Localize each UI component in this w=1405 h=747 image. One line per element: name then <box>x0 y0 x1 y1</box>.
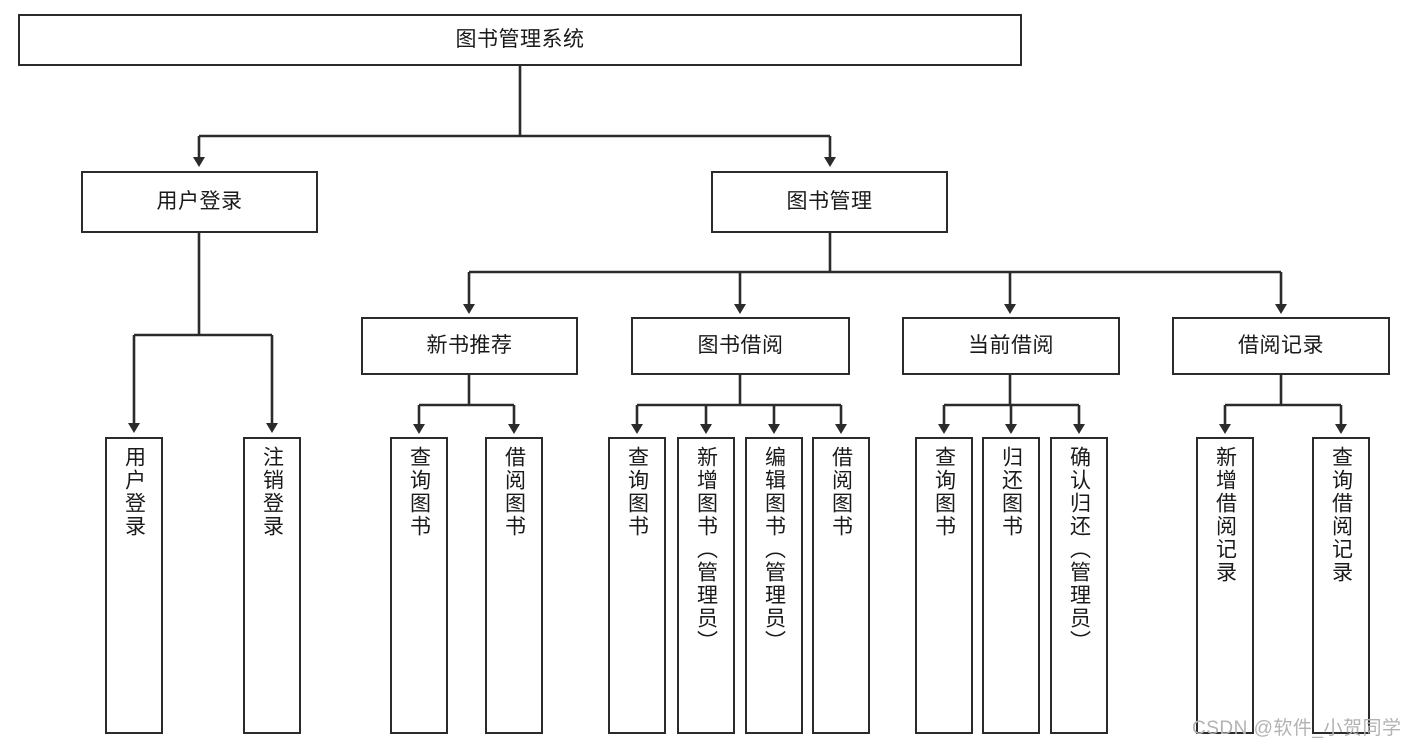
node-leaf-return-book[interactable]: 归还图书 <box>982 437 1040 734</box>
node-leaf-return-book-label: 归还图书 <box>999 446 1023 538</box>
node-user-login-label: 用户登录 <box>156 189 243 213</box>
node-leaf-user-login[interactable]: 用户登录 <box>105 437 163 734</box>
node-leaf-borrow-book-2-label: 借阅图书 <box>829 446 853 538</box>
node-leaf-add-record-label: 新增借阅记录 <box>1213 446 1237 584</box>
node-leaf-add-book-admin[interactable]: 新增图书（管理员） <box>677 437 735 734</box>
node-borrow-record-label: 借阅记录 <box>1238 333 1324 357</box>
node-current-borrow[interactable]: 当前借阅 <box>902 317 1120 375</box>
node-leaf-query-record-label: 查询借阅记录 <box>1329 446 1353 584</box>
node-current-borrow-label: 当前借阅 <box>968 333 1054 357</box>
node-leaf-query-book-3-label: 查询图书 <box>932 446 956 538</box>
node-leaf-add-book-admin-label: 新增图书（管理员） <box>694 446 718 653</box>
node-root-label: 图书管理系统 <box>455 27 585 51</box>
watermark: CSDN @软件_小贺同学 <box>1192 718 1402 739</box>
node-leaf-query-book-2[interactable]: 查询图书 <box>608 437 666 734</box>
node-leaf-query-book-1-label: 查询图书 <box>407 446 431 538</box>
node-leaf-logout-label: 注销登录 <box>260 446 284 538</box>
node-leaf-user-login-label: 用户登录 <box>122 446 146 538</box>
node-leaf-confirm-return-admin[interactable]: 确认归还（管理员） <box>1050 437 1108 734</box>
node-book-manage[interactable]: 图书管理 <box>711 171 948 233</box>
node-book-borrow-label: 图书借阅 <box>697 333 784 357</box>
node-leaf-borrow-book-1[interactable]: 借阅图书 <box>485 437 543 734</box>
node-leaf-logout[interactable]: 注销登录 <box>243 437 301 734</box>
node-borrow-record[interactable]: 借阅记录 <box>1172 317 1390 375</box>
node-book-manage-label: 图书管理 <box>786 189 873 213</box>
node-leaf-query-record[interactable]: 查询借阅记录 <box>1312 437 1370 734</box>
node-leaf-edit-book-admin[interactable]: 编辑图书（管理员） <box>745 437 803 734</box>
node-leaf-query-book-3[interactable]: 查询图书 <box>915 437 973 734</box>
node-leaf-query-book-2-label: 查询图书 <box>625 446 649 538</box>
node-leaf-edit-book-admin-label: 编辑图书（管理员） <box>762 446 786 653</box>
node-leaf-borrow-book-2[interactable]: 借阅图书 <box>812 437 870 734</box>
node-leaf-add-record[interactable]: 新增借阅记录 <box>1196 437 1254 734</box>
node-root[interactable]: 图书管理系统 <box>18 14 1022 66</box>
node-user-login[interactable]: 用户登录 <box>81 171 318 233</box>
node-leaf-query-book-1[interactable]: 查询图书 <box>390 437 448 734</box>
node-new-book-rec-label: 新书推荐 <box>426 333 513 357</box>
node-book-borrow[interactable]: 图书借阅 <box>631 317 850 375</box>
node-leaf-borrow-book-1-label: 借阅图书 <box>502 446 526 538</box>
node-leaf-confirm-return-admin-label: 确认归还（管理员） <box>1067 446 1091 653</box>
node-new-book-rec[interactable]: 新书推荐 <box>361 317 578 375</box>
